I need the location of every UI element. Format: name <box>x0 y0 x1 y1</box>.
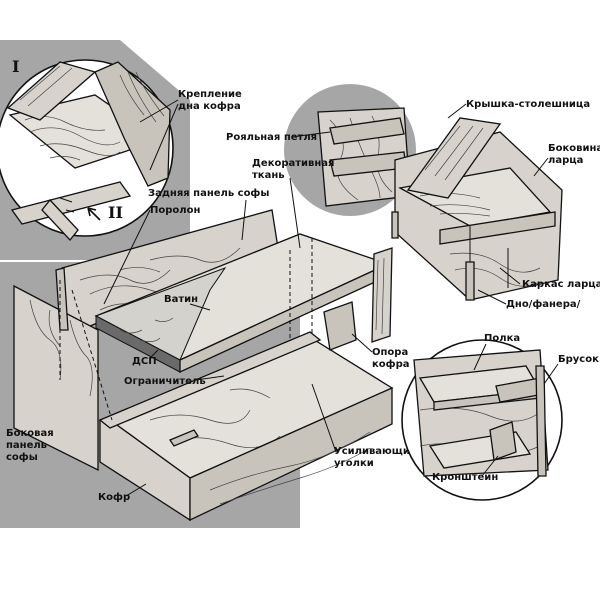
label-trunk: Кофр <box>98 491 130 503</box>
label-foam: Поролон <box>150 205 200 216</box>
label-side-panel-2: панель <box>6 440 47 451</box>
label-bottom-fastening-2: дна кофра <box>178 100 241 112</box>
sofa-seat <box>94 233 390 374</box>
detail-circle-bottom-fastening <box>0 59 174 241</box>
label-trunk-support-2: кофра <box>372 358 410 370</box>
label-decorative-fabric: Декоративная <box>252 158 334 169</box>
assembly-guide-lines <box>59 238 313 421</box>
box-detail <box>317 107 563 301</box>
label-chipboard: ДСП <box>132 356 157 367</box>
sofa-side-panel <box>13 267 99 472</box>
label-fiberboard-plywood: Дно/фанера/ <box>506 298 581 310</box>
label-bracket: Кронштейн <box>432 472 498 483</box>
detail-circle-shelf <box>401 339 563 501</box>
label-side-panel-3: софы <box>6 451 38 463</box>
label-limiter: Ограничитель <box>124 376 206 387</box>
label-box-frame: Каркас ларца <box>522 279 600 290</box>
label-back-panel: Задняя панель софы <box>148 187 269 199</box>
trunk-box <box>98 301 394 522</box>
label-lid-tabletop: Крышка-столешница <box>466 99 590 110</box>
label-reinforcing-corners-2: уголки <box>334 458 374 469</box>
label-reinforcing-corners: Усиливающие <box>334 446 417 457</box>
label-bar: Брусок <box>558 354 599 365</box>
roman-numeral-1: I <box>12 57 19 76</box>
label-batting: Ватин <box>164 294 198 305</box>
roman-numeral-2: II <box>108 203 123 222</box>
label-piano-hinge: Рояльная петля <box>226 132 317 143</box>
label-shelf: Полка <box>484 333 520 344</box>
label-bottom-fastening: Крепление <box>178 89 242 100</box>
trunk-right-panel <box>371 247 393 343</box>
label-trunk-support: Опора <box>372 347 408 358</box>
label-decorative-fabric-2: ткань <box>252 170 285 181</box>
label-side-panel: Боковая <box>6 428 54 439</box>
label-box-side: Боковина <box>548 143 600 154</box>
label-box-side-2: ларца <box>548 155 583 166</box>
